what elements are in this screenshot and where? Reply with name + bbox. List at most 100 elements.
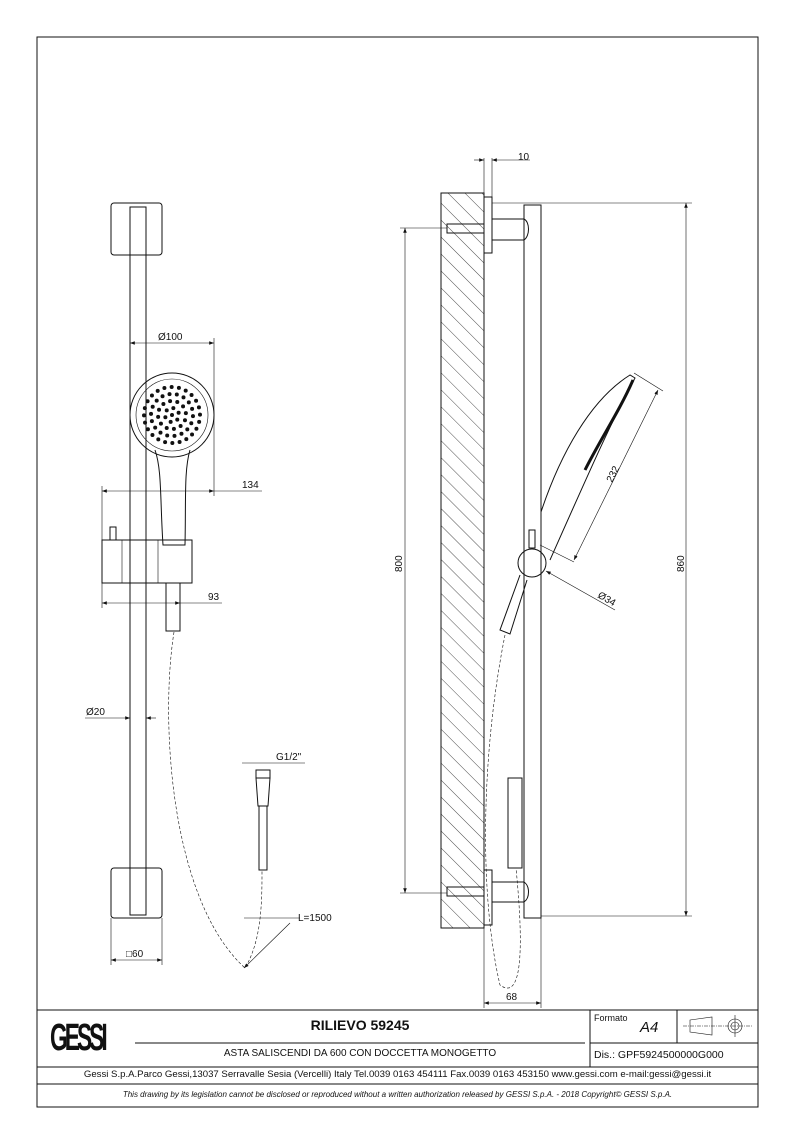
nozzle-dot	[176, 410, 181, 415]
nozzle-dot	[158, 430, 163, 435]
shower-nozzles	[142, 385, 202, 445]
nozzle-dot	[164, 408, 169, 413]
nozzle-dot	[165, 433, 170, 438]
nozzle-dot	[163, 415, 168, 420]
dim-bracket-size: □60	[126, 949, 144, 960]
dim-hose-length: L=1500	[298, 913, 332, 924]
drawing-subtitle: ASTA SALISCENDI DA 600 CON DOCCETTA MONO…	[223, 1048, 497, 1059]
nozzle-dot	[177, 439, 182, 444]
gessi-logo: GESSI	[50, 1017, 108, 1059]
nozzle-dot	[190, 414, 195, 419]
slider-knob	[109, 526, 117, 541]
dim-slider-width: 93	[208, 592, 220, 603]
nozzle-dot	[197, 419, 202, 424]
top-bracket	[110, 202, 163, 256]
nozzle-dot	[158, 421, 163, 426]
nozzle-dot	[181, 404, 186, 409]
nozzle-dot	[194, 398, 199, 403]
nozzle-dot	[167, 392, 172, 397]
hose-connector	[255, 777, 271, 807]
slider	[101, 539, 193, 584]
nozzle-dot	[170, 413, 174, 417]
nozzle-dot	[143, 420, 148, 425]
dim-head-diameter: Ø100	[158, 332, 183, 343]
nozzle-dot	[163, 440, 168, 445]
nozzle-dot	[189, 392, 194, 397]
nozzle-dot	[149, 411, 154, 416]
nozzle-dot	[168, 419, 173, 424]
dim-head-projection: 134	[242, 480, 259, 491]
handle	[154, 449, 191, 546]
side-slider	[517, 548, 547, 578]
nozzle-dot	[189, 421, 194, 426]
nozzle-dot	[150, 433, 155, 438]
first-angle-projection-icon	[683, 1015, 752, 1037]
nozzle-dot	[157, 407, 162, 412]
nozzle-dot	[174, 392, 179, 397]
side-rail	[523, 204, 542, 919]
front-view	[85, 202, 305, 969]
side-hose-connector	[507, 777, 523, 869]
nozzle-dot	[190, 406, 195, 411]
company-address: Gessi S.p.A.Parco Gessi,13037 Serravalle…	[83, 1069, 712, 1080]
nozzle-dot	[182, 418, 187, 423]
nozzle-dot	[156, 414, 161, 419]
dim-rail-diameter: Ø20	[86, 707, 105, 718]
nozzle-dot	[145, 427, 150, 432]
dim-fixing-distance: 800	[394, 555, 405, 572]
nozzle-dot	[181, 395, 186, 400]
title-block	[37, 1009, 758, 1085]
nozzle-dot	[176, 385, 181, 390]
drawing-title: RILIEVO 59245	[310, 1017, 410, 1033]
dim-total-height: 860	[676, 555, 687, 572]
nozzle-dot	[184, 437, 189, 442]
nozzle-dot	[183, 388, 188, 393]
nozzle-dot	[169, 385, 174, 390]
hose	[168, 631, 263, 969]
rail	[129, 206, 147, 916]
drawing-number: Dis.: GPF5924500000G000	[594, 1049, 724, 1061]
nozzle-dot	[170, 440, 175, 445]
wall-section	[440, 192, 485, 929]
dim-plate-thickness: 10	[518, 152, 530, 163]
nozzle-dot	[156, 437, 161, 442]
nozzle-dot	[153, 425, 158, 430]
nozzle-dot	[179, 431, 184, 436]
top-anchor	[446, 223, 485, 234]
nozzle-dot	[194, 426, 199, 431]
nozzle-dot	[196, 405, 201, 410]
dim-thread: G1/2"	[276, 752, 302, 763]
nozzle-dot	[154, 398, 159, 403]
dim-wall-projection: 68	[506, 992, 518, 1003]
nozzle-dot	[160, 394, 165, 399]
nozzle-dot	[175, 417, 180, 422]
nozzle-dot	[171, 406, 176, 411]
nozzle-dot	[178, 424, 183, 429]
nozzle-dot	[145, 399, 150, 404]
hose-end	[165, 582, 181, 632]
bottom-wall-plate	[483, 869, 493, 926]
dim-slider-diameter: Ø34	[596, 590, 618, 609]
side-view	[400, 158, 692, 1008]
nozzle-dot	[149, 419, 154, 424]
top-wall-plate	[483, 196, 493, 254]
nozzle-dot	[142, 406, 147, 411]
format-value: A4	[640, 1019, 659, 1036]
format-label: Formato	[594, 1013, 628, 1023]
copyright-disclaimer: This drawing by its legislation cannot b…	[122, 1090, 673, 1099]
nozzle-dot	[142, 413, 147, 418]
drawing-frame	[36, 36, 759, 1108]
nozzle-dot	[150, 404, 155, 409]
nozzle-dot	[162, 386, 167, 391]
nozzle-dot	[183, 411, 188, 416]
nozzle-dot	[172, 433, 177, 438]
bottom-bracket	[110, 867, 163, 919]
nozzle-dot	[161, 401, 166, 406]
nozzle-dot	[185, 427, 190, 432]
nozzle-dot	[186, 400, 191, 405]
nozzle-dot	[149, 393, 154, 398]
nozzle-dot	[155, 388, 160, 393]
nozzle-dot	[171, 426, 176, 431]
nozzle-dot	[197, 412, 202, 417]
